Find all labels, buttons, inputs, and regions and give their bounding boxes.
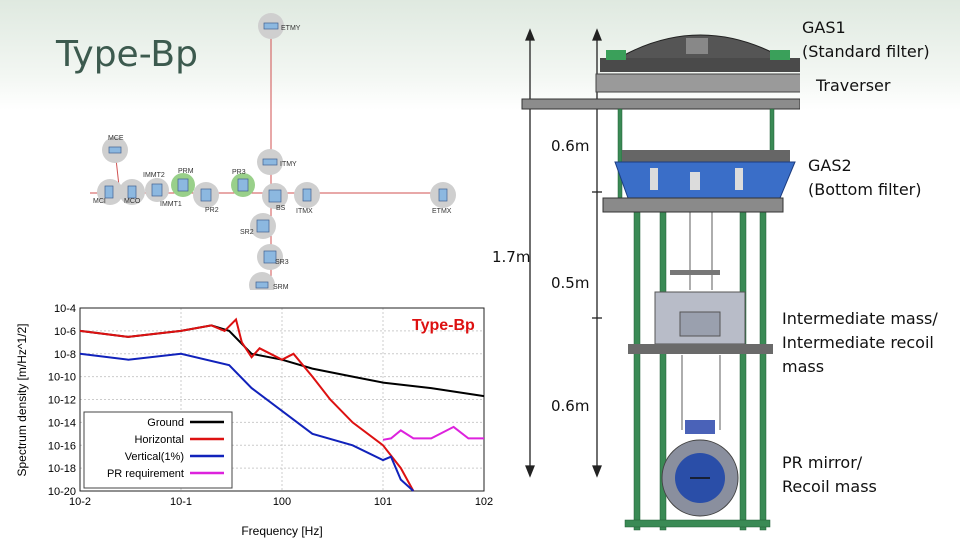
traverser-label: Traverser — [816, 76, 891, 95]
legend-entry: Vertical(1%) — [125, 451, 184, 463]
legend-box — [83, 411, 233, 489]
dimension-total: 1.7m — [492, 248, 531, 266]
label-sr3: SR3 — [275, 259, 289, 266]
intermediate-mass-label: Intermediate mass/ Intermediate recoil m… — [782, 309, 938, 376]
legend-entry: Horizontal — [134, 434, 184, 446]
x-tick-label: 100 — [273, 496, 291, 508]
dimension-gas1-gas2: 0.6m — [551, 137, 590, 155]
label-etmy: ETMY — [281, 25, 301, 32]
y-tick-label: 10-8 — [54, 349, 76, 361]
x-axis-label: Frequency [Hz] — [241, 524, 322, 538]
chart-title: Type-Bp — [412, 317, 475, 334]
y-tick-label: 10-18 — [48, 463, 76, 475]
y-tick-label: 10-10 — [48, 372, 76, 384]
label-itmy: ITMY — [280, 161, 297, 168]
dimension-gas2-im: 0.5m — [551, 274, 590, 292]
suspension-drawing — [521, 28, 800, 531]
traverser-plate — [521, 98, 800, 110]
pr-mirror — [661, 420, 739, 517]
label-pr2: PR2 — [205, 207, 219, 214]
gas2-label: GAS2 (Bottom filter) — [808, 156, 922, 199]
label-etmx: ETMX — [432, 208, 452, 215]
legend-entry: Ground — [147, 417, 184, 429]
y-tick-label: 10-14 — [48, 417, 76, 429]
label-mce: MCE — [108, 135, 124, 142]
x-tick-label: 10-2 — [69, 496, 91, 508]
series-line-vertical-1- — [79, 352, 415, 492]
pr-mirror-label: PR mirror/ Recoil mass — [782, 453, 877, 496]
x-tick-label: 102 — [475, 496, 493, 508]
gas1-filter — [595, 34, 800, 93]
y-tick-label: 10-4 — [54, 303, 76, 315]
label-immt2: IMMT2 — [143, 172, 165, 179]
label-pr3: PR3 — [232, 169, 246, 176]
y-tick-label: 10-12 — [48, 395, 76, 407]
y-axis-label: Spectrum density [m/Hz^1/2] — [15, 323, 29, 476]
series-line-pr-requirement — [382, 425, 484, 441]
label-bs: BS — [276, 205, 286, 212]
label-immt1: IMMT1 — [160, 201, 182, 208]
gas1-label: GAS1 (Standard filter) — [802, 18, 930, 61]
x-tick-label: 101 — [374, 496, 392, 508]
label-sr2: SR2 — [240, 229, 254, 236]
y-tick-label: 10-16 — [48, 440, 76, 452]
label-mco: MCO — [124, 198, 141, 205]
spectrum-chart: 10-2 10-1 100 101 102 10-4 10-6 10-8 10-10 10-12 1… — [14, 290, 494, 540]
interferometer-layout: ETMY MCE ITMY IMMT2 PRM PR3 MCI MCO IMMT… — [90, 13, 456, 298]
gas2-filter — [602, 150, 796, 213]
series-line-horizontal — [79, 317, 415, 492]
label-prm: PRM — [178, 168, 194, 175]
slide-header-background — [0, 0, 960, 110]
label-srm: SRM — [273, 284, 289, 291]
label-mci: MCI — [93, 198, 106, 205]
dimension-im-pr: 0.6m — [551, 397, 590, 415]
y-tick-label: 10-6 — [54, 326, 76, 338]
legend-entry: PR requirement — [107, 468, 184, 480]
y-tick-label: 10-20 — [48, 486, 76, 498]
x-tick-label: 10-1 — [170, 496, 192, 508]
slide-title: Type-Bp — [56, 34, 198, 75]
intermediate-mass — [628, 270, 773, 354]
label-itmx: ITMX — [296, 208, 313, 215]
